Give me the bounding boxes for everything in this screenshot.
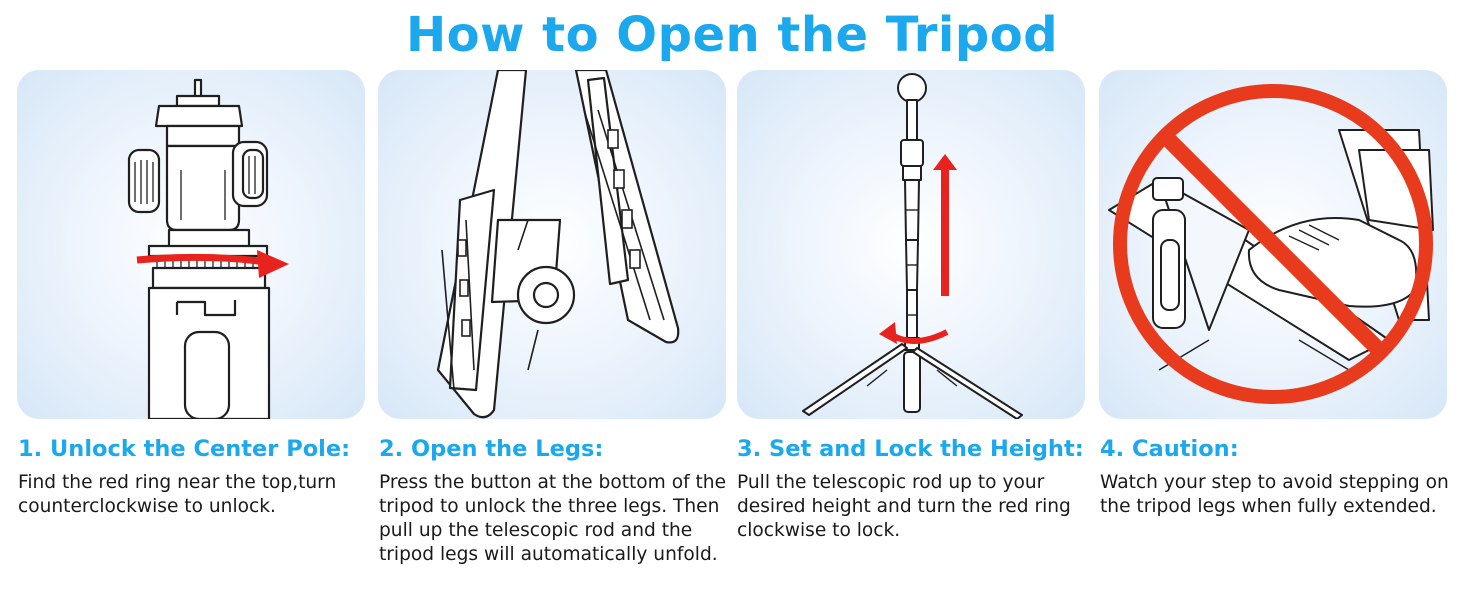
page-title: How to Open the Tripod <box>405 7 1059 63</box>
tripod-head-unlock-icon <box>127 78 289 419</box>
step-4-illustration <box>1099 70 1447 419</box>
step-1-title: 1. Unlock the Center Pole: <box>18 436 351 462</box>
step-2-title: 2. Open the Legs: <box>379 436 604 462</box>
no-stepping-sign-icon <box>1108 84 1434 404</box>
tripod-extend-lock-icon <box>802 73 1023 419</box>
step-3-text: Pull the telescopic rod up to your desir… <box>737 472 1071 541</box>
step-2-illustration <box>378 70 726 419</box>
step-1-illustration <box>17 70 365 419</box>
step-2-text: Press the button at the bottom of the tr… <box>379 472 727 565</box>
step-3-title: 3. Set and Lock the Height: <box>737 436 1084 462</box>
step-3-illustration <box>737 70 1085 419</box>
tripod-legs-open-icon <box>436 70 680 419</box>
step-1-text: Find the red ring near the top,turn coun… <box>18 472 337 517</box>
step-4-text: Watch your step to avoid stepping on the… <box>1100 472 1449 517</box>
step-4-title: 4. Caution: <box>1100 436 1239 462</box>
